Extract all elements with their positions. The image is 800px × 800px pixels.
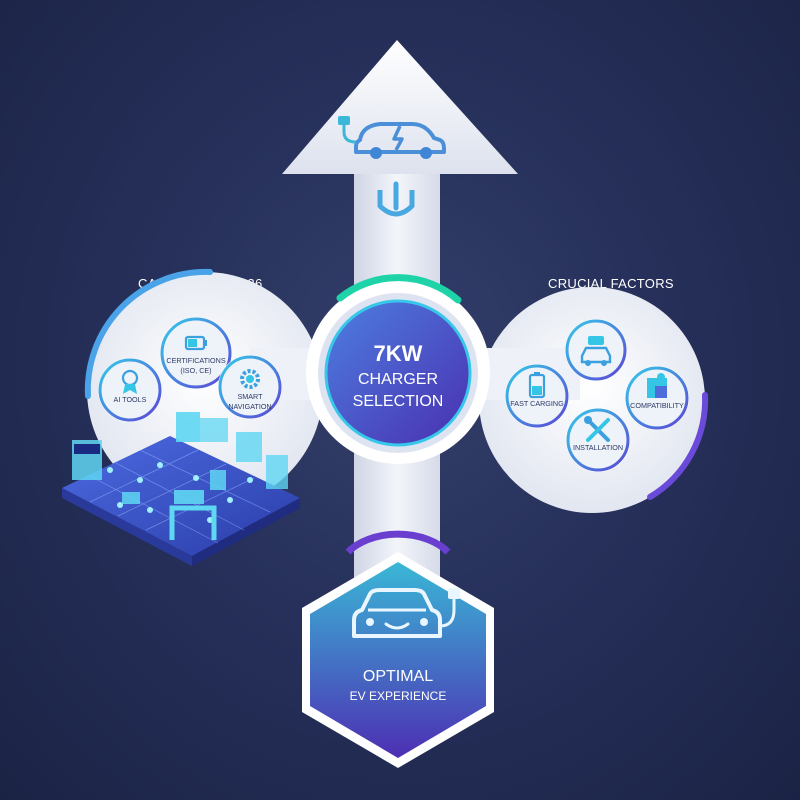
bottom-hexagon: OPTIMAL EV EXPERIENCE (302, 530, 494, 768)
puzzle-icon (647, 373, 667, 398)
center-line-3: SELECTION (353, 393, 444, 410)
center-line-1: 7KW (374, 341, 423, 366)
right-panel (479, 287, 709, 513)
right-item-0 (565, 319, 627, 381)
smiling-car-plug-icon (352, 588, 460, 638)
right-item-2: COMPATIBILITY (625, 366, 689, 430)
left-item-bubbles: CERTIFICATIONS(ISO, CE) AI TOOLS SMARTNAVI… (98, 317, 282, 422)
right-item-3-label: INSTALLATION (573, 443, 623, 452)
left-item-2-label: NAVIGATION (228, 402, 271, 411)
right-item-1-label: FAST CARGING (510, 399, 564, 408)
award-ribbon-icon (121, 369, 139, 394)
center-line-2: CHARGER (358, 371, 438, 388)
left-item-0-label: (ISO, CE) (180, 366, 211, 375)
battery-icon (184, 335, 207, 351)
car-repair-icon (580, 336, 612, 366)
battery-charging-icon (528, 372, 546, 399)
expo-floor-illustration (62, 412, 300, 566)
gear-icon (240, 369, 260, 389)
right-panel-title: CRUCIAL FACTORS (548, 276, 674, 291)
left-item-0: CERTIFICATIONS(ISO, CE) (160, 317, 232, 389)
center-node: 7KW CHARGER SELECTION (306, 274, 490, 464)
tools-icon (584, 416, 610, 442)
bottom-line-1: OPTIMAL (363, 668, 433, 685)
right-item-1: FAST CARGING (505, 364, 569, 428)
bottom-line-2: EV EXPERIENCE (350, 689, 447, 703)
left-item-1: AI TOOLS (98, 358, 162, 422)
electric-car-plug-icon (338, 116, 446, 159)
arrow-head (282, 40, 518, 174)
right-item-3: INSTALLATION (566, 408, 630, 472)
right-item-2-label: COMPATIBILITY (630, 401, 684, 410)
left-item-1-label: AI TOOLS (114, 395, 147, 404)
right-item-bubbles: FAST CARGING COMPATIBILITY INSTALLATION (505, 319, 689, 472)
left-item-2-label: SMART (237, 392, 263, 401)
left-item-0-label: CERTIFICATIONS (166, 356, 225, 365)
charging-down-arrow-icon (377, 181, 415, 217)
